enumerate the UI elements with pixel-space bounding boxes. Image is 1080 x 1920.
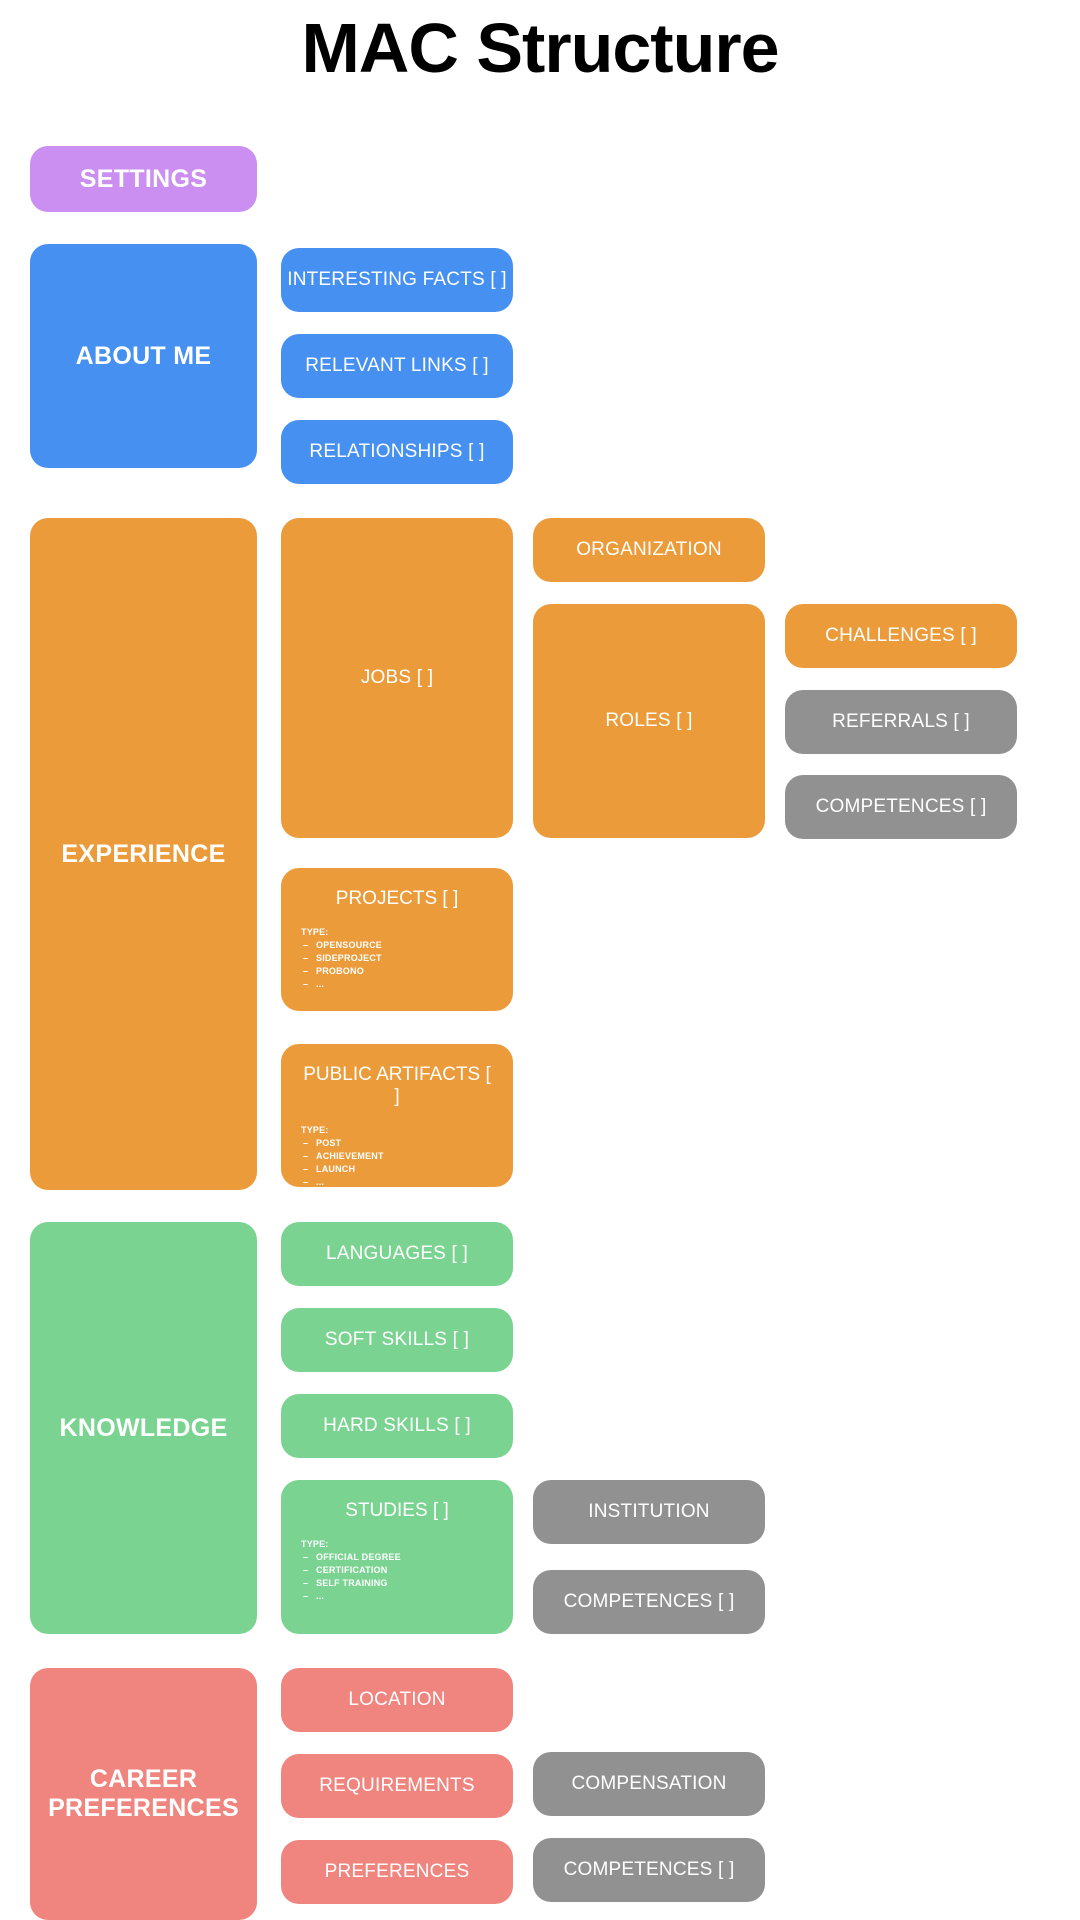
node-institution-label: INSTITUTION (588, 1501, 710, 1523)
node-requirements-label: REQUIREMENTS (319, 1775, 475, 1797)
node-hard-skills[interactable]: HARD SKILLS [ ] (281, 1394, 513, 1458)
node-compensation[interactable]: COMPENSATION (533, 1752, 765, 1816)
node-compensation-label: COMPENSATION (571, 1773, 727, 1795)
type-item: –OPENSOURCE (303, 939, 383, 950)
node-preferences[interactable]: PREFERENCES (281, 1840, 513, 1904)
node-competences-career-label: COMPETENCES [ ] (563, 1859, 735, 1881)
node-competences-experience[interactable]: COMPETENCES [ ] (785, 775, 1017, 839)
node-languages[interactable]: LANGUAGES [ ] (281, 1222, 513, 1286)
node-settings[interactable]: SETTINGS (30, 146, 257, 212)
type-item: –ACHIEVEMENT (303, 1150, 384, 1161)
type-item: –OFFICIAL DEGREE (303, 1551, 401, 1562)
type-label: TYPE: (301, 1538, 329, 1549)
node-preferences-label: PREFERENCES (324, 1861, 470, 1883)
node-soft-skills-label: SOFT SKILLS [ ] (324, 1329, 470, 1351)
node-experience[interactable]: EXPERIENCE (30, 518, 257, 1190)
node-career-preferences-label: CAREER PREFERENCES (48, 1765, 239, 1823)
node-soft-skills[interactable]: SOFT SKILLS [ ] (281, 1308, 513, 1372)
node-roles[interactable]: ROLES [ ] (533, 604, 765, 838)
type-item: –POST (303, 1137, 342, 1148)
node-knowledge[interactable]: KNOWLEDGE (30, 1222, 257, 1634)
type-item: –SELF TRAINING (303, 1577, 388, 1588)
node-competences-career[interactable]: COMPETENCES [ ] (533, 1838, 765, 1902)
node-competences-knowledge[interactable]: COMPETENCES [ ] (533, 1570, 765, 1634)
node-career-preferences[interactable]: CAREER PREFERENCES (30, 1668, 257, 1920)
node-interesting-facts[interactable]: INTERESTING FACTS [ ] (281, 248, 513, 312)
node-experience-label: EXPERIENCE (61, 839, 226, 868)
node-public-artifacts-label: PUBLIC ARTIFACTS [ ] (303, 1064, 491, 1107)
node-career-preferences-label-line1: CAREER (89, 1765, 198, 1794)
node-relationships-label: RELATIONSHIPS [ ] (309, 441, 485, 463)
node-location-label: LOCATION (348, 1689, 446, 1711)
node-institution[interactable]: INSTITUTION (533, 1480, 765, 1544)
node-studies-label: STUDIES [ ] (345, 1500, 449, 1521)
node-roles-label: ROLES [ ] (605, 710, 693, 732)
node-organization[interactable]: ORGANIZATION (533, 518, 765, 582)
type-label: TYPE: (301, 1124, 329, 1135)
node-career-preferences-label-line2: PREFERENCES (48, 1794, 239, 1822)
type-item: –... (303, 1176, 325, 1187)
node-jobs-label: JOBS [ ] (360, 667, 434, 689)
node-challenges[interactable]: CHALLENGES [ ] (785, 604, 1017, 668)
node-knowledge-label: KNOWLEDGE (59, 1413, 228, 1442)
node-organization-label: ORGANIZATION (576, 539, 722, 561)
type-item: –... (303, 979, 325, 990)
node-settings-label: SETTINGS (79, 164, 208, 193)
page-title: MAC Structure (301, 9, 779, 87)
node-projects[interactable]: PROJECTS [ ] TYPE: –OPENSOURCE –SIDEPROJ… (281, 868, 513, 1011)
node-relationships[interactable]: RELATIONSHIPS [ ] (281, 420, 513, 484)
type-item: –LAUNCH (303, 1163, 356, 1174)
node-studies[interactable]: STUDIES [ ] TYPE: –OFFICIAL DEGREE –CERT… (281, 1480, 513, 1634)
node-competences-experience-label: COMPETENCES [ ] (815, 796, 987, 818)
node-studies-type-list: TYPE: –OFFICIAL DEGREE –CERTIFICATION –S… (299, 1538, 495, 1603)
node-requirements[interactable]: REQUIREMENTS (281, 1754, 513, 1818)
type-item: –... (303, 1591, 325, 1602)
node-public-artifacts-type-list: TYPE: –POST –ACHIEVEMENT –LAUNCH –... (299, 1124, 495, 1189)
node-challenges-label: CHALLENGES [ ] (825, 625, 977, 647)
type-item: –SIDEPROJECT (303, 952, 382, 963)
node-about-me[interactable]: ABOUT ME (30, 244, 257, 468)
node-jobs[interactable]: JOBS [ ] (281, 518, 513, 838)
node-relevant-links[interactable]: RELEVANT LINKS [ ] (281, 334, 513, 398)
node-referrals[interactable]: REFERRALS [ ] (785, 690, 1017, 754)
node-languages-label: LANGUAGES [ ] (326, 1243, 468, 1265)
node-competences-knowledge-label: COMPETENCES [ ] (563, 1591, 735, 1613)
node-referrals-label: REFERRALS [ ] (832, 711, 970, 733)
node-hard-skills-label: HARD SKILLS [ ] (323, 1415, 471, 1437)
type-item: –CERTIFICATION (303, 1564, 388, 1575)
node-about-me-label: ABOUT ME (75, 341, 212, 370)
type-item: –PROBONO (303, 965, 364, 976)
node-location[interactable]: LOCATION (281, 1668, 513, 1732)
node-interesting-facts-label: INTERESTING FACTS [ ] (287, 269, 507, 291)
node-relevant-links-label: RELEVANT LINKS [ ] (305, 355, 489, 377)
node-projects-type-list: TYPE: –OPENSOURCE –SIDEPROJECT –PROBONO … (299, 926, 495, 991)
type-label: TYPE: (301, 926, 329, 937)
node-projects-label: PROJECTS [ ] (335, 888, 459, 909)
node-public-artifacts[interactable]: PUBLIC ARTIFACTS [ ] TYPE: –POST –ACHIEV… (281, 1044, 513, 1187)
